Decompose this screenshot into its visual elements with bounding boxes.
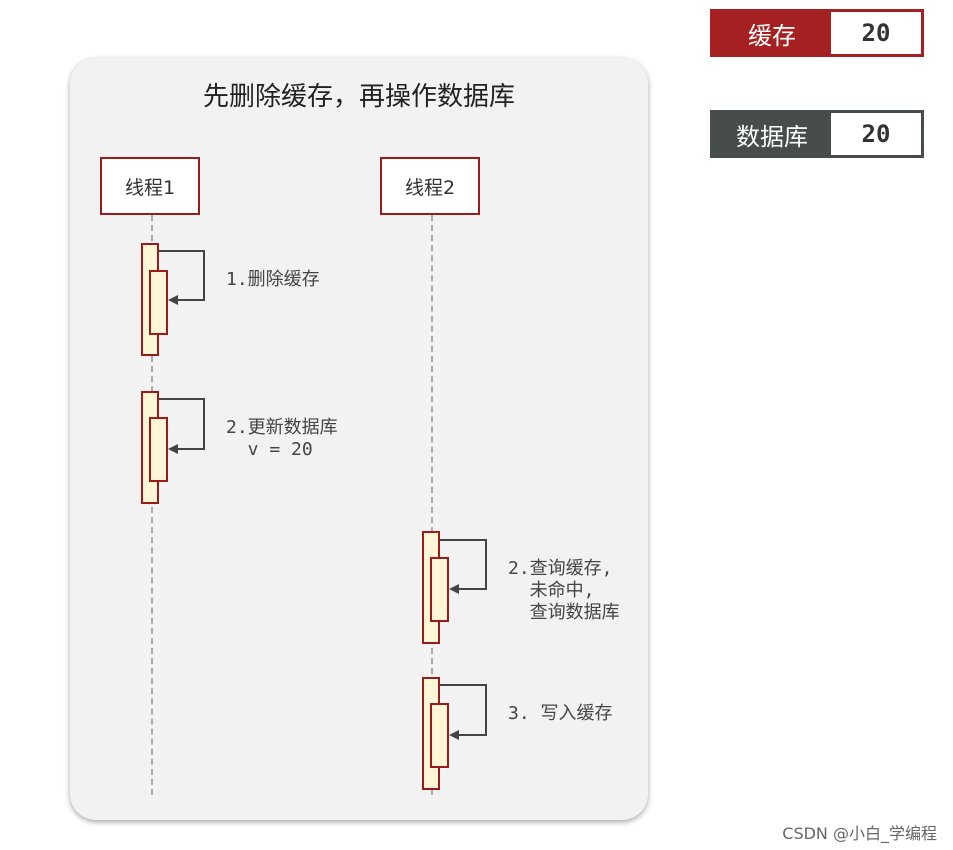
- self-call-arrow-2: [159, 398, 205, 454]
- db-legend-label: 数据库: [713, 113, 831, 155]
- thread-2-label: 线程2: [404, 176, 456, 199]
- self-call-arrow-4: [440, 684, 487, 740]
- cache-legend-label: 缓存: [713, 12, 831, 54]
- cache-legend: 缓存 20: [710, 9, 924, 57]
- step-2-label: 2.更新数据库 v = 20: [226, 417, 338, 460]
- thread-2-box: 线程2: [380, 157, 480, 215]
- db-legend-value: 20: [831, 113, 921, 155]
- self-call-arrow-1: [159, 250, 205, 305]
- diagram-title: 先删除缓存，再操作数据库: [202, 82, 515, 112]
- thread-1-activation-inner-1: [149, 270, 168, 335]
- step-1-label: 1.删除缓存: [226, 269, 320, 290]
- db-legend: 数据库 20: [710, 110, 924, 158]
- cache-legend-value: 20: [831, 12, 921, 54]
- thread-1-activation-inner-2: [149, 417, 168, 482]
- watermark: CSDN @小白_学编程: [782, 824, 937, 843]
- thread-2-activation-inner-2: [430, 703, 449, 768]
- thread-2-activation-inner-1: [430, 557, 449, 622]
- thread-2-lifeline: [431, 215, 433, 795]
- thread-1-lifeline: [151, 215, 153, 795]
- self-call-arrow-3: [440, 539, 487, 594]
- thread-1-label: 线程1: [124, 176, 176, 199]
- thread-1-box: 线程1: [100, 157, 200, 215]
- step-3-label: 2.查询缓存, 未命中, 查询数据库: [508, 558, 620, 623]
- step-4-label: 3. 写入缓存: [508, 703, 613, 724]
